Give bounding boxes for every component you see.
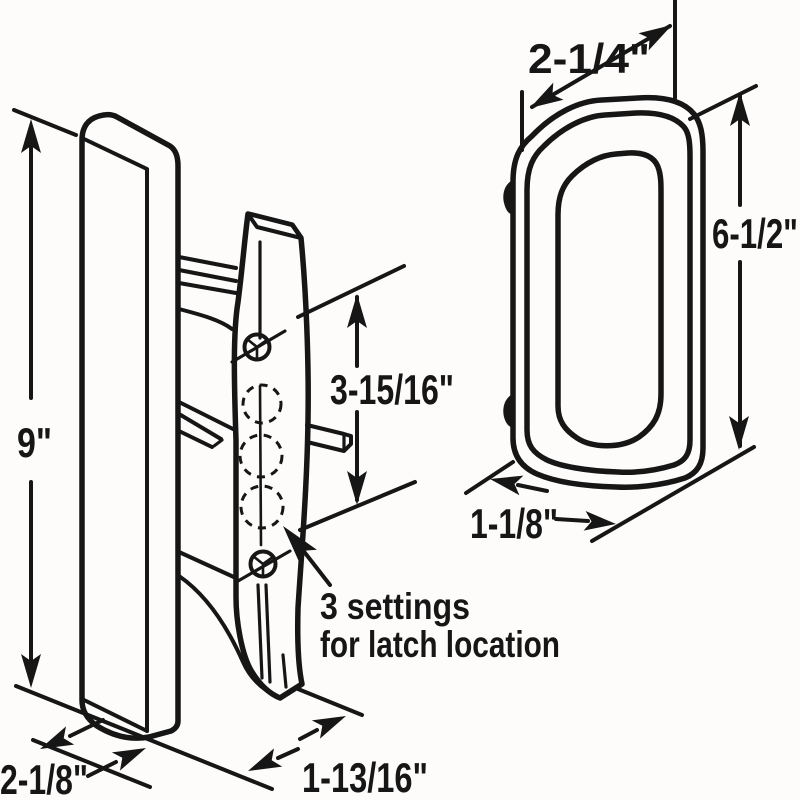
dim-612-arrow-down bbox=[729, 416, 749, 450]
dim-31516-ext-bottom bbox=[298, 480, 417, 532]
dim-31516-arrow-down bbox=[347, 471, 367, 505]
label-pull-depth: 1-1/8" bbox=[470, 500, 558, 547]
label-bar-height: 9" bbox=[17, 419, 52, 466]
dim-218-shaft-sw bbox=[68, 718, 105, 738]
dim-218-arrow-ne bbox=[111, 748, 146, 771]
label-screw-hole-spacing: 3-15/16" bbox=[330, 366, 454, 413]
note-arrow-shaft bbox=[300, 547, 332, 587]
dim-118-shaft-right bbox=[554, 517, 590, 523]
latch-setting-circle-2 bbox=[238, 433, 284, 479]
dim-612-ext-top bbox=[688, 84, 758, 121]
dim-31516-arrow-up bbox=[347, 294, 367, 328]
dim-214-arrow-sw bbox=[530, 82, 564, 108]
plate-foot-crease3 bbox=[281, 653, 288, 689]
dim-31516-ext-top bbox=[296, 264, 406, 319]
pull-grip-opening bbox=[555, 150, 664, 449]
screw-hole-top-spokes bbox=[245, 337, 269, 361]
plate-center-crease-mid bbox=[258, 384, 263, 547]
bar-outline bbox=[79, 111, 181, 741]
dim-9-ext-top bbox=[12, 108, 78, 137]
dim-118-ext-left bbox=[464, 460, 515, 495]
mount-arm-mid-line1 bbox=[177, 400, 235, 431]
dim-118-arrow-right bbox=[583, 511, 616, 531]
mount-arm-top-bottom-edge bbox=[177, 307, 234, 331]
dim-11316-shaft-ne bbox=[298, 728, 319, 741]
mount-arm-mid-notch bbox=[210, 432, 224, 448]
dim-118-shaft-left bbox=[516, 483, 549, 493]
dim-214-arrow-ne bbox=[638, 25, 672, 51]
dim-11316-shaft-sw bbox=[276, 747, 300, 760]
dim-9-arrow-up bbox=[21, 119, 41, 153]
dim-218-ext-line bbox=[31, 738, 152, 789]
mount-arm-top-line1 bbox=[177, 255, 238, 270]
interior-handle-group bbox=[79, 111, 353, 741]
dimension-annotations bbox=[12, 0, 758, 791]
dim-218-shaft-ne bbox=[86, 760, 118, 778]
latch-setting-circle-3 bbox=[239, 484, 285, 530]
dim-11316-arrow-sw bbox=[248, 748, 283, 771]
exterior-handle-group bbox=[503, 94, 706, 490]
dim-214-shaft bbox=[530, 24, 672, 109]
mount-arm-low-line1 bbox=[177, 550, 238, 580]
screw-hole-bottom-spokes bbox=[251, 554, 275, 578]
dim-9-ext-bottom bbox=[14, 684, 274, 791]
mount-arm-top-line2 bbox=[177, 268, 238, 283]
bar-top-front-edge bbox=[80, 136, 149, 171]
note-arrow-head bbox=[283, 526, 317, 564]
dim-9-arrow-down bbox=[21, 654, 41, 688]
label-note-line1: 3 settings bbox=[320, 586, 470, 627]
latch-plate-outline bbox=[231, 211, 311, 701]
label-pull-top-width: 2-1/4" bbox=[528, 35, 650, 82]
latch-plate-top-face bbox=[246, 212, 303, 240]
screw-boss-top bbox=[503, 180, 513, 215]
latch-bolt bbox=[305, 423, 353, 453]
screw-boss-bottom bbox=[503, 394, 513, 428]
mount-arm-top-line3 bbox=[177, 281, 238, 295]
plate-foot-crease2 bbox=[264, 583, 272, 684]
dim-612-baseline bbox=[590, 445, 756, 543]
dim-218-arrow-sw bbox=[40, 726, 75, 749]
dim-11316-arrow-ne bbox=[311, 716, 346, 739]
bar-bottom-front-edge bbox=[80, 697, 149, 733]
pull-face-band bbox=[524, 110, 693, 475]
dim-118-arrow-left bbox=[490, 475, 524, 496]
label-bar-depth: 2-1/8" bbox=[0, 756, 88, 800]
mount-arm-mid-line3 bbox=[177, 429, 214, 449]
dimension-labels: 9" 2-1/4" 6-1/2" 3-15/16" 1-1/8" 2-1/8" … bbox=[0, 35, 798, 800]
dim-11316-ext-right bbox=[296, 687, 364, 717]
label-note-line2: for latch location bbox=[320, 624, 560, 665]
label-plate-depth: 1-13/16" bbox=[302, 754, 428, 800]
label-pull-height: 6-1/2" bbox=[712, 210, 798, 257]
plate-foot-crease1 bbox=[256, 583, 264, 680]
latch-setting-circle-1 bbox=[241, 383, 283, 425]
dim-612-arrow-up bbox=[730, 92, 750, 126]
